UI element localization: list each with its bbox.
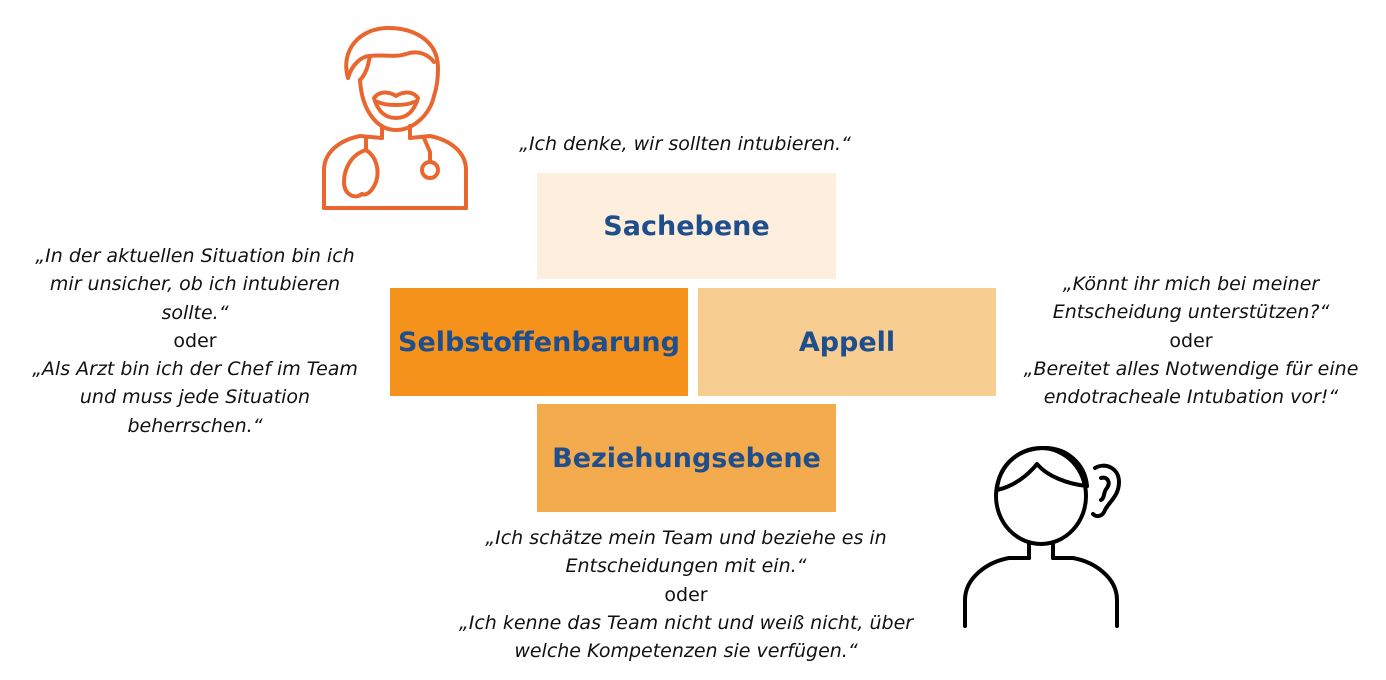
quote-left-line: „Als Arzt bin ich der Chef im Team — [32, 358, 358, 381]
quote-bottom-beziehungsebene: „Ich schätze mein Team und beziehe es in… — [420, 524, 952, 665]
quote-top-sachebene: „Ich denke, wir sollten intubieren.“ — [430, 130, 940, 158]
quote-left-line: „In der aktuellen Situation bin ich — [35, 245, 355, 267]
quote-left-line: mir unsicher, ob ich intubieren — [49, 273, 341, 296]
quote-bottom-or: oder — [664, 583, 708, 606]
selbstoffenbarung-box: Selbstoffenbarung — [390, 288, 688, 396]
quote-right-line: endotracheale Intubation vor!“ — [1043, 386, 1339, 409]
quote-right-line: Entscheidung unterstützen?“ — [1052, 301, 1330, 324]
quote-bottom-line: welche Kompetenzen sie verfügen.“ — [514, 640, 858, 663]
beziehungsebene-label: Beziehungsebene — [552, 442, 821, 474]
appell-box: Appell — [698, 288, 996, 396]
appell-label: Appell — [798, 326, 896, 358]
selbstoffenbarung-label: Selbstoffenbarung — [398, 326, 680, 358]
quote-bottom-line: Entscheidungen mit ein.“ — [565, 555, 807, 578]
quote-right-or: oder — [1169, 329, 1213, 352]
beziehungsebene-box: Beziehungsebene — [537, 404, 836, 512]
quote-bottom-line: „Ich schätze mein Team und beziehe es in — [485, 527, 887, 549]
quote-right-line: „Könnt ihr mich bei meiner — [1062, 273, 1320, 295]
quote-right-line: „Bereitet alles Notwendige für eine — [1023, 357, 1359, 380]
quote-left-line: und muss jede Situation — [79, 386, 311, 409]
person-listening-ear-icon — [963, 446, 1121, 628]
doctor-with-stethoscope-icon — [322, 26, 468, 210]
sachebene-label: Sachebene — [603, 210, 770, 242]
quote-left-selbstoffenbarung: „In der aktuellen Situation bin ich mir … — [10, 242, 380, 440]
quote-left-or: oder — [173, 329, 217, 352]
sachebene-box: Sachebene — [537, 173, 836, 279]
quote-left-line: sollte.“ — [161, 301, 229, 324]
quote-right-appell: „Könnt ihr mich bei meiner Entscheidung … — [1000, 270, 1382, 411]
quote-left-line: beherrschen.“ — [127, 414, 263, 437]
quote-bottom-line: „Ich kenne das Team nicht und weiß nicht… — [458, 611, 914, 634]
quote-top-text: „Ich denke, wir sollten intubieren.“ — [519, 133, 851, 155]
